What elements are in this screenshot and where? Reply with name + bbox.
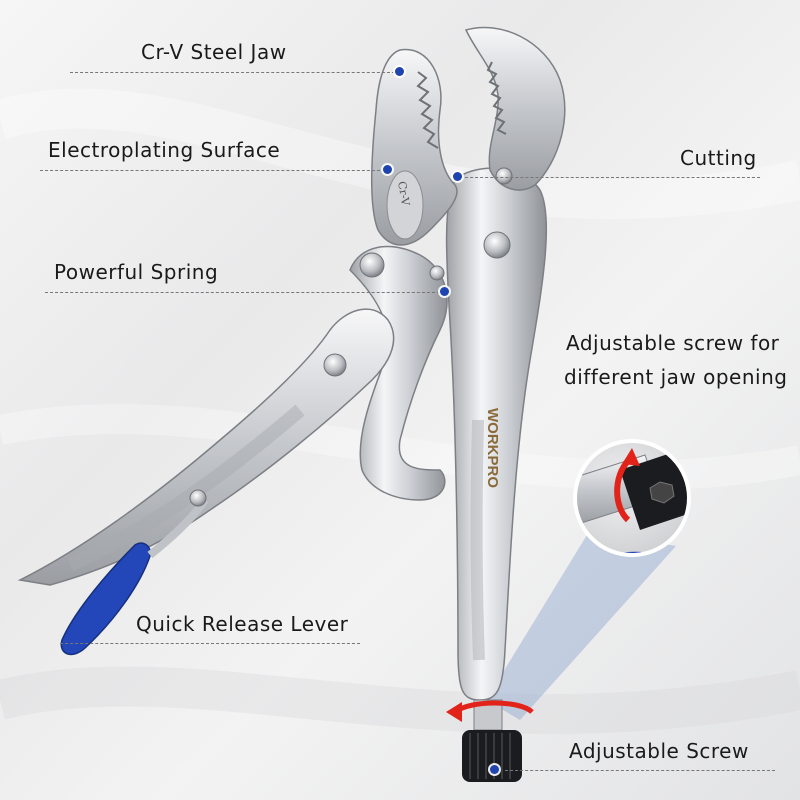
rivet <box>189 489 207 507</box>
jaw-stamp-text: Cr-V <box>395 180 412 207</box>
leader-line <box>460 177 760 178</box>
movable-handle <box>17 308 395 586</box>
callout-dot-jaw <box>395 67 404 76</box>
rivet <box>323 353 347 377</box>
label-electroplating-surface: Electroplating Surface <box>48 138 281 162</box>
brand-text: WORKPRO <box>484 408 501 488</box>
label-quick-release-lever: Quick Release Lever <box>136 612 349 636</box>
label-powerful-spring: Powerful Spring <box>54 260 219 284</box>
leader-line <box>70 72 400 73</box>
rivet <box>483 231 511 259</box>
rivet <box>495 167 513 185</box>
leader-line <box>40 170 390 171</box>
leader-line <box>60 643 360 644</box>
fixed-jaw <box>464 26 566 191</box>
callout-dot-surface <box>383 165 392 174</box>
jaw-stamp-plate <box>386 170 424 240</box>
zoom-detail-circle <box>573 439 691 557</box>
rivet <box>429 265 445 281</box>
leader-line <box>45 292 445 293</box>
label-adjustable-note-line1: Adjustable screw for <box>566 331 780 355</box>
label-adjustable-note-line2: different jaw opening <box>564 365 788 389</box>
leader-line <box>505 770 775 771</box>
label-adjustable-screw: Adjustable Screw <box>569 739 749 763</box>
callout-dot-screw <box>490 765 499 774</box>
label-cutting: Cutting <box>680 146 757 170</box>
label-cr-v-steel-jaw: Cr-V Steel Jaw <box>141 40 287 64</box>
zoom-cone <box>486 530 676 720</box>
callout-dot-cutting <box>453 172 462 181</box>
callout-dot-spring <box>440 287 449 296</box>
rivet <box>359 252 385 278</box>
